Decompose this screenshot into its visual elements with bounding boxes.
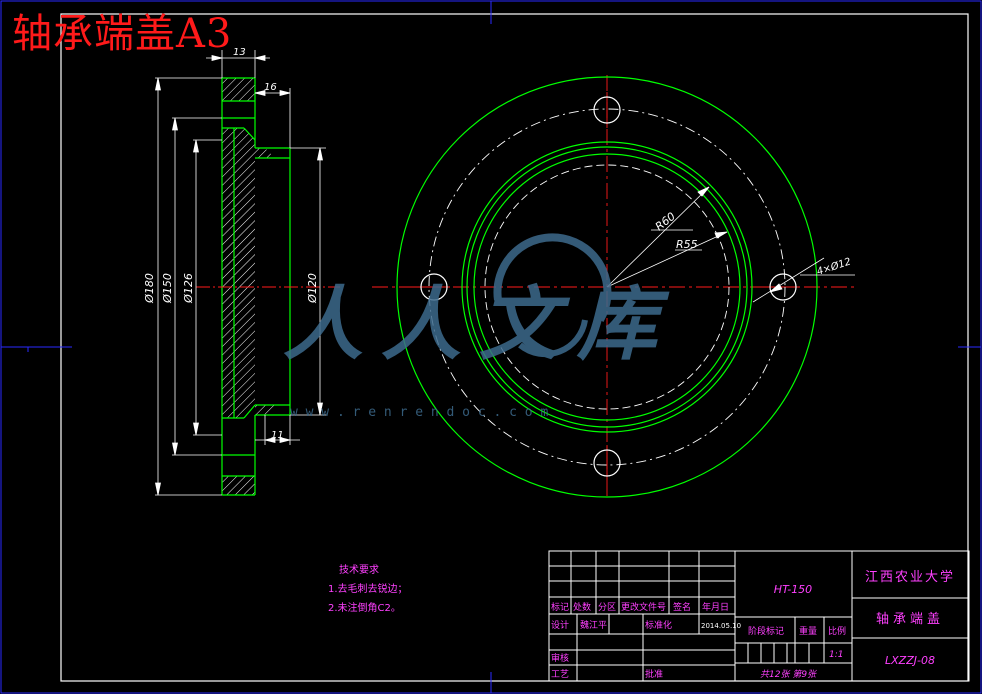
- tb-designer-label: 设计: [551, 619, 569, 631]
- watermark-url: w w w . r e n r e n d o c . c o m: [290, 405, 548, 420]
- hatch-bottom-flange: [222, 476, 255, 495]
- tb-drawing-no: LXZZJ-08: [885, 654, 935, 667]
- tb-header-date: 年月日: [702, 601, 729, 613]
- tech-req-item-2: 2.未注倒角C2。: [328, 603, 401, 614]
- dim-w11: 11: [271, 430, 284, 441]
- tb-header-mark: 标记: [551, 601, 569, 613]
- hidden-circle: [484, 164, 730, 410]
- tb-standardize-label: 标准化: [645, 619, 672, 631]
- dim-w13: 13: [233, 47, 246, 58]
- bolt-circle: [428, 108, 786, 466]
- title-block: [548, 550, 970, 682]
- tech-req-heading: 技术要求: [339, 565, 379, 576]
- title-block-text: 标记 处数 分区 更改文件号 签名 年月日 设计 魏江平 标准化 2014.05…: [551, 569, 955, 680]
- bolt-hole-right: [769, 273, 797, 301]
- tb-date: 2014.05.10: [701, 622, 741, 630]
- tb-header-count: 处数: [573, 601, 591, 613]
- bolt-hole-bottom: [593, 449, 621, 477]
- tb-weight-label: 重量: [799, 625, 817, 637]
- r60-circle-inner: [466, 146, 748, 428]
- dim-r55: R55: [676, 238, 698, 251]
- tb-sheets: 共12张 第9张: [760, 669, 818, 680]
- bolt-hole-left: [420, 273, 448, 301]
- dim-d180: Ø180: [143, 273, 156, 304]
- section-view: Ø180 Ø150 Ø126 Ø120 13 16 11: [143, 47, 340, 496]
- outer-circle: [396, 76, 818, 498]
- watermark-text: 人人文库: [283, 278, 675, 371]
- tb-review-label: 审核: [551, 652, 569, 664]
- tb-header-sign: 签名: [673, 601, 691, 613]
- watermark: 人人文库 w w w . r e n r e n d o c . c o m: [283, 233, 675, 420]
- hatch-spigot-bottom: [255, 405, 275, 415]
- tb-approve-label: 批准: [645, 668, 663, 680]
- tb-stage-label: 阶段标记: [748, 625, 784, 637]
- dim-d150: Ø150: [161, 273, 174, 304]
- dim-w16: 16: [264, 82, 277, 93]
- tb-material: HT-150: [774, 583, 812, 596]
- r60-circle-outer: [461, 141, 753, 433]
- tb-designer-name: 魏江平: [580, 619, 607, 631]
- dim-d120: Ø120: [306, 273, 319, 304]
- tb-part-name: 轴承端盖: [876, 612, 944, 627]
- hatch-top-flange: [222, 78, 255, 101]
- drawing-title: 轴承端盖A3: [12, 11, 233, 57]
- hatch-main-body: [222, 128, 255, 418]
- dim-holes: 4×Ø12: [815, 256, 852, 278]
- tb-school: 江西农业大学: [865, 569, 955, 585]
- hatch-spigot-top: [255, 148, 275, 158]
- tech-req-item-1: 1.去毛刺去锐边；: [328, 584, 408, 595]
- tb-header-change: 更改文件号: [621, 601, 666, 613]
- bolt-hole-top: [593, 96, 621, 124]
- tb-scale-label: 比例: [828, 625, 846, 637]
- dim-d126: Ø126: [182, 273, 195, 304]
- tb-process-label: 工艺: [551, 669, 569, 680]
- tb-header-zone: 分区: [598, 602, 616, 613]
- r55-circle: [473, 153, 741, 421]
- tb-scale-value: 1:1: [829, 650, 843, 660]
